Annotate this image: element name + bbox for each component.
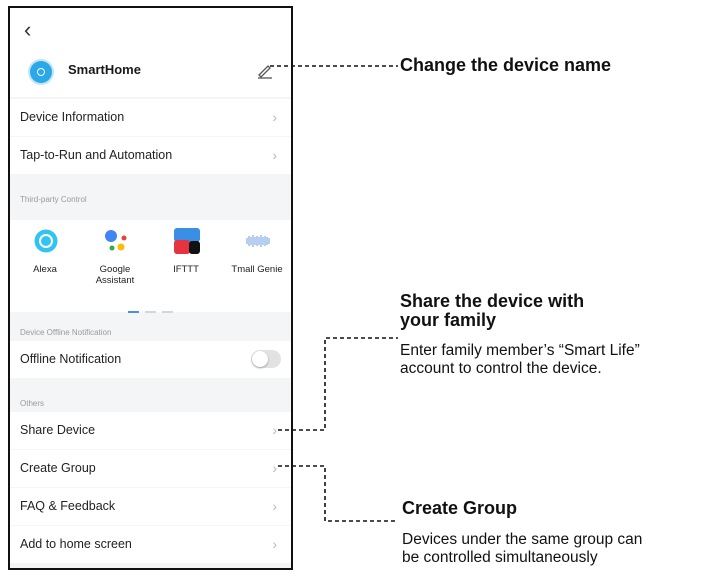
page-dot-active <box>128 311 139 313</box>
offline-notification-toggle[interactable] <box>251 350 281 368</box>
chevron-right-icon: › <box>272 109 277 125</box>
annotation-share-title-2: your family <box>400 310 497 330</box>
alexa-icon <box>34 229 58 253</box>
annotation-group-title: Create Group <box>402 498 518 518</box>
menu-item-label: FAQ & Feedback <box>20 499 116 513</box>
offline-notification-label: Offline Notification <box>20 352 122 366</box>
ifttt-icon <box>174 228 200 254</box>
phone-screenshot: ‹ SmartHome Device Information › Tap-to-… <box>8 6 293 570</box>
page-dot <box>162 311 173 313</box>
annotation-share-desc-2: account to control the device. <box>400 360 602 377</box>
app-name: Google Assistant <box>95 264 135 286</box>
menu-item-label: Tap-to-Run and Automation <box>20 148 173 162</box>
menu-item-label: Add to home screen <box>20 537 132 551</box>
offline-notification-row: Offline Notification <box>10 341 291 378</box>
third-party-carousel: Alexa Google Assistant IFTTT <box>10 220 291 313</box>
google-assistant-icon <box>105 230 127 251</box>
section-header-others: Others <box>20 399 45 408</box>
device-header: SmartHome <box>10 55 291 97</box>
page-dot <box>145 311 156 313</box>
menu-item-label: Device Information <box>20 110 125 124</box>
device-icon <box>30 61 52 83</box>
app-name: IFTTT <box>173 264 199 275</box>
annotation-share-desc-1: Enter family member’s “Smart Life” <box>400 342 640 359</box>
edit-pencil-icon[interactable] <box>256 61 274 79</box>
chevron-right-icon: › <box>272 147 277 163</box>
chevron-left-icon[interactable]: ‹ <box>24 17 32 42</box>
tmall-genie-icon <box>246 235 270 247</box>
menu-item-faq-feedback[interactable]: FAQ & Feedback › <box>10 488 291 525</box>
menu-item-add-to-home[interactable]: Add to home screen › <box>10 526 291 563</box>
section-header-offline: Device Offline Notification <box>20 328 112 337</box>
menu-item-device-information[interactable]: Device Information › <box>10 99 291 136</box>
leader-create-group <box>278 465 398 522</box>
menu-item-create-group[interactable]: Create Group › <box>10 450 291 487</box>
leader-share-device <box>278 337 398 431</box>
annotation-group-desc-1: Devices under the same group can <box>402 531 643 548</box>
chevron-right-icon: › <box>272 422 277 438</box>
menu-item-share-device[interactable]: Share Device › <box>10 412 291 449</box>
annotation-share-title-1: Share the device with <box>400 291 585 311</box>
menu-item-label: Share Device <box>20 423 96 437</box>
chevron-right-icon: › <box>272 460 277 476</box>
annotation-group-desc-2: be controlled simultaneously <box>402 549 598 566</box>
section-header-third-party: Third-party Control <box>20 195 87 204</box>
app-name: Tmall Genie <box>231 264 283 275</box>
carousel-page-indicator <box>128 300 179 318</box>
chevron-right-icon: › <box>272 536 277 552</box>
annotation-change-name-title: Change the device name <box>400 55 612 75</box>
top-bar: ‹ <box>10 8 291 55</box>
chevron-right-icon: › <box>272 498 277 514</box>
app-name: Alexa <box>33 264 57 275</box>
menu-item-label: Create Group <box>20 461 96 475</box>
menu-item-tap-to-run[interactable]: Tap-to-Run and Automation › <box>10 137 291 174</box>
device-name: SmartHome <box>68 62 141 77</box>
